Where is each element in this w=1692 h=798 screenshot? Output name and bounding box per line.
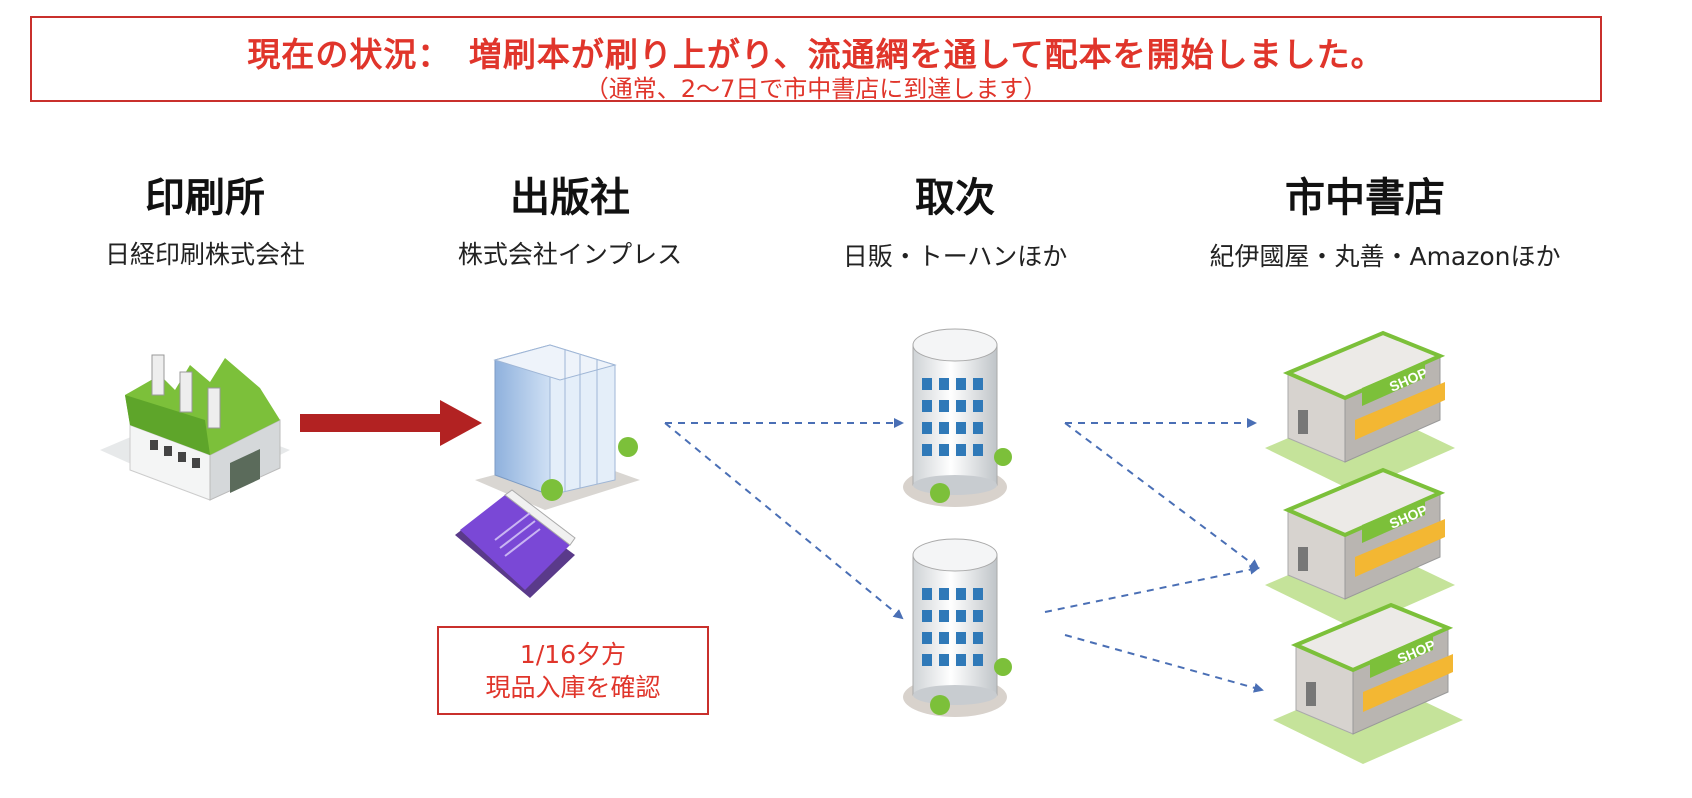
publisher-subtitle: 株式会社インプレス [457,240,683,269]
arrow-distributor-to-shop-2 [1064,422,1260,570]
distributor-title: 取次 [915,175,995,221]
factory-icon [100,354,290,501]
bookstore-subtitle: 紀伊國屋・丸善・Amazonほか [1209,242,1561,271]
status-sub-text: （通常、2〜7日で市中書店に到達します） [584,75,1048,103]
printer-subtitle: 日経印刷株式会社 [104,240,305,269]
shop-icon: SHOP [1265,330,1455,492]
arrival-note-date: 1/16夕方 [519,640,627,669]
bookstore-title: 市中書店 [1285,175,1445,221]
arrow-distributor-to-shop-4 [1064,634,1264,693]
distribution-arrows [664,418,1264,693]
status-banner: 現在の状況： 増刷本が刷り上がり、流通網を通して配本を開始しました。 （通常、2… [30,16,1602,103]
book-icon [455,489,576,598]
shipment-arrow [300,400,482,446]
shop-icon: SHOP [1265,467,1455,629]
distributor-subtitle: 日販・トーハンほか [842,242,1068,271]
distributor-tower-icon [903,328,1012,507]
shop-icon: SHOP [1273,602,1463,764]
arrow-distributor-to-shop-3 [1044,564,1260,613]
publisher-title: 出版社 [510,175,630,221]
arrow-publisher-to-distributor-2 [664,422,904,620]
printer-title: 印刷所 [145,175,265,221]
office-building-icon [475,344,640,510]
distributor-tower-icon [903,538,1012,717]
arrival-note: 1/16夕方 現品入庫を確認 [437,626,709,715]
arrival-note-text: 現品入庫を確認 [485,673,661,702]
status-main-text: 現在の状況： 増刷本が刷り上がり、流通網を通して配本を開始しました。 [247,35,1385,74]
